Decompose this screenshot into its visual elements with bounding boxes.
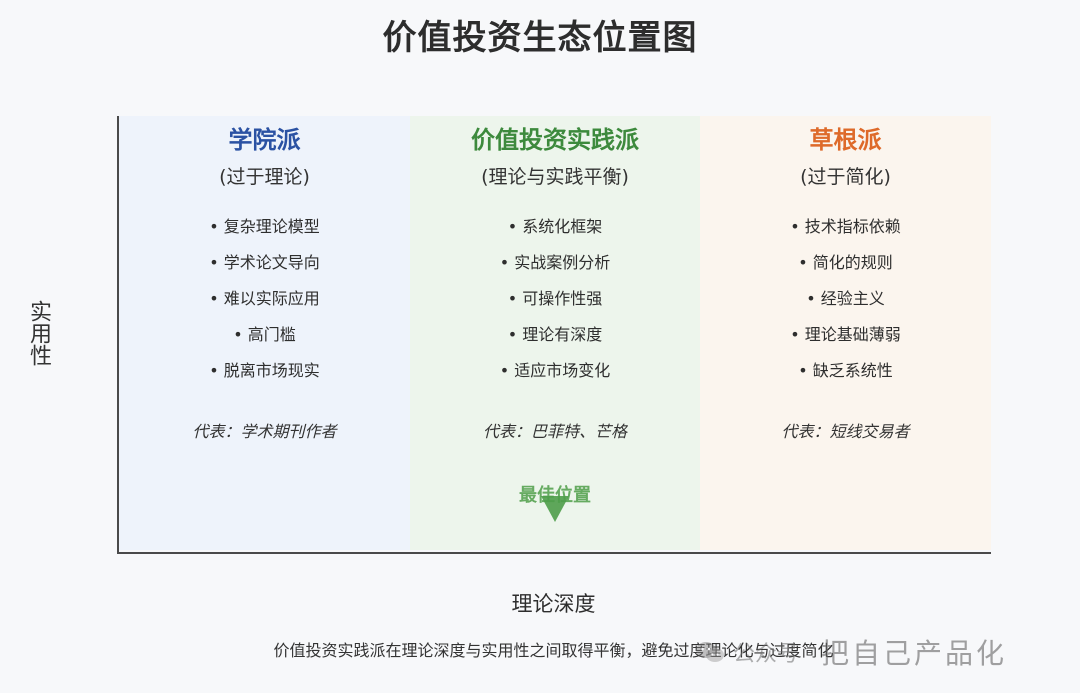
zone-feature-list: • 技术指标依赖 • 简化的规则 • 经验主义 • 理论基础薄弱 • 缺乏系统性 — [700, 214, 991, 394]
zone-subtitle: (理论与实践平衡) — [481, 166, 629, 188]
list-item: • 理论基础薄弱 — [790, 325, 901, 344]
zone-grassroots: 草根派 (过于简化) • 技术指标依赖 • 简化的规则 • 经验主义 • 理论基… — [700, 116, 991, 550]
zone-academic: 学院派 (过于理论) • 复杂理论模型 • 学术论文导向 • 难以实际应用 • … — [119, 116, 410, 550]
zone-feature-list: • 系统化框架 • 实战案例分析 • 可操作性强 • 理论有深度 • 适应市场变… — [410, 214, 700, 394]
down-arrow-icon — [541, 496, 569, 522]
list-item: • 难以实际应用 — [209, 289, 320, 308]
zone-representative: 代表：短线交易者 — [781, 422, 910, 441]
wechat-icon — [695, 640, 725, 664]
list-item: • 经验主义 — [806, 289, 885, 308]
list-item: • 复杂理论模型 — [209, 217, 320, 236]
list-item: • 理论有深度 — [507, 325, 603, 344]
list-item: • 实战案例分析 — [499, 253, 611, 272]
list-item: • 脱离市场现实 — [209, 361, 320, 380]
zone-representative: 代表：巴菲特、芒格 — [482, 422, 627, 441]
zone-name: 价值投资实践派 — [471, 126, 639, 154]
zone-feature-list: • 复杂理论模型 • 学术论文导向 • 难以实际应用 • 高门槛 • 脱离市场现… — [119, 214, 410, 394]
diagram-title: 价值投资生态位置图 — [382, 18, 698, 58]
list-item: • 学术论文导向 — [209, 253, 320, 272]
list-item: • 高门槛 — [233, 325, 296, 344]
zone-representative: 代表：学术期刊作者 — [192, 422, 337, 441]
y-axis-label: 实用性 — [26, 300, 51, 366]
watermark-prefix: 公众号 — [733, 642, 800, 667]
list-item: • 可操作性强 — [507, 289, 603, 308]
list-item: • 技术指标依赖 — [790, 217, 901, 236]
list-item: • 系统化框架 — [507, 217, 603, 236]
x-axis-label: 理论深度 — [511, 592, 596, 616]
watermark: 公众号 把自己产品化 — [695, 632, 1007, 672]
diagram-plot-area: 学院派 (过于理论) • 复杂理论模型 • 学术论文导向 • 难以实际应用 • … — [117, 116, 991, 554]
list-item: • 缺乏系统性 — [798, 361, 893, 380]
list-item: • 适应市场变化 — [499, 361, 611, 380]
footnote: 价值投资实践派在理论深度与实用性之间取得平衡，避免过度理论化与过度简化 — [273, 641, 834, 660]
zone-subtitle: (过于简化) — [800, 166, 891, 188]
zone-practice: 价值投资实践派 (理论与实践平衡) • 系统化框架 • 实战案例分析 • 可操作… — [410, 116, 700, 550]
watermark-name: 把自己产品化 — [821, 637, 1008, 670]
zone-name: 学院派 — [228, 126, 301, 154]
list-item: • 简化的规则 — [798, 253, 893, 272]
zone-name: 草根派 — [809, 126, 882, 154]
zone-subtitle: (过于理论) — [219, 166, 310, 188]
best-position-label: 最佳位置 — [519, 485, 591, 506]
